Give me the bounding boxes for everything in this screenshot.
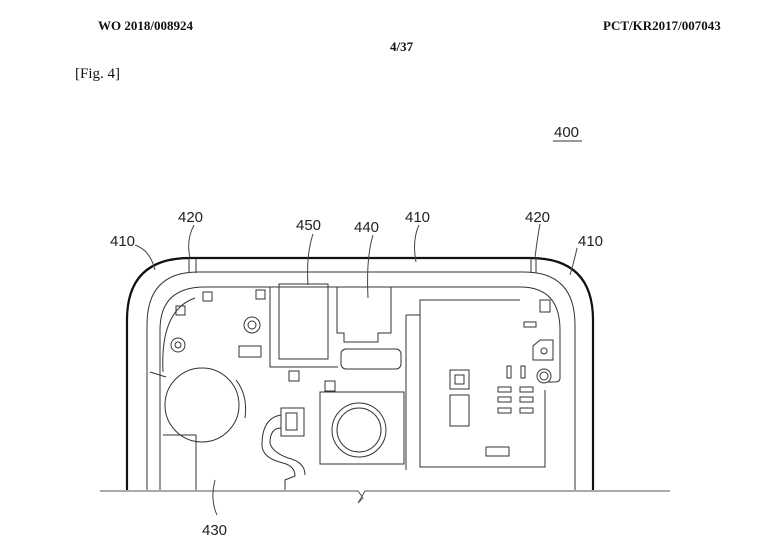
publication-number: WO 2018/008924 [98,18,193,33]
component-450 [278,283,329,360]
page-indicator: 4/37 [390,39,414,54]
inner-frame-line [146,271,576,490]
ref-440: 440 [354,219,379,236]
ref-410-top: 410 [405,209,430,226]
right-board [419,305,546,468]
outer-frame-410 [125,256,595,490]
inner-board-outline [159,286,561,490]
cut-line [100,490,670,504]
ref-420-right: 420 [525,209,550,226]
ref-400: 400 [554,124,579,141]
left-inner-curve [162,297,196,373]
ref-450: 450 [296,217,321,234]
camera-module [319,391,405,465]
application-number: PCT/KR2017/007043 [603,18,721,33]
ref-430: 430 [202,522,227,539]
camera-lens [331,402,387,458]
leader-420-right [534,223,541,259]
ref-410-right: 410 [578,233,603,250]
ref-420-left: 420 [178,209,203,226]
component-440 [336,287,392,343]
figure-label: [Fig. 4] [75,66,120,82]
ref-410-left: 410 [110,233,135,250]
speaker-circle [164,367,240,443]
